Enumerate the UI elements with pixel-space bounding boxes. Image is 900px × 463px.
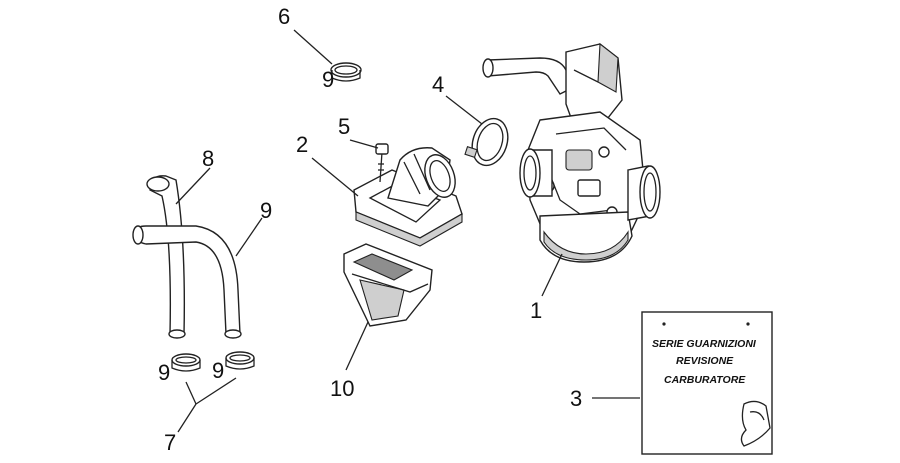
clip-glyph: 9 <box>322 67 334 92</box>
leader-lines <box>175 29 640 433</box>
callout-6: 6 <box>278 4 290 29</box>
clip-glyph: 9 <box>158 360 170 385</box>
callout-10: 10 <box>330 376 354 401</box>
kit-card-line1: SERIE GUARNIZIONI <box>652 338 757 350</box>
kit-card-line2: REVISIONE <box>676 355 734 367</box>
kit-card-line3: CARBURATORE <box>664 374 746 386</box>
clip-glyph: 9 <box>212 358 224 383</box>
callout-5: 5 <box>338 114 350 139</box>
intake-manifold <box>353 147 463 247</box>
callout-2: 2 <box>296 132 308 157</box>
callout-numbers: 1 2 3 4 5 6 7 8 9 10 <box>164 4 582 455</box>
hose-clamp-right: 9 <box>212 351 255 383</box>
small-clamp: 9 <box>322 62 362 92</box>
reed-valve <box>343 243 433 327</box>
screw <box>375 143 389 183</box>
callout-8: 8 <box>202 146 214 171</box>
hose-clamp-ring <box>464 117 509 167</box>
callout-7: 7 <box>164 430 176 455</box>
hose-clamp-left: 9 <box>158 353 201 385</box>
carburetor <box>482 42 661 263</box>
gasket-kit-card: SERIE GUARNIZIONI REVISIONE CARBURATORE <box>641 311 773 455</box>
hose-9 <box>132 225 242 339</box>
callout-3: 3 <box>570 386 582 411</box>
callout-9: 9 <box>260 198 272 223</box>
callout-1: 1 <box>530 298 542 323</box>
callout-4: 4 <box>432 72 444 97</box>
